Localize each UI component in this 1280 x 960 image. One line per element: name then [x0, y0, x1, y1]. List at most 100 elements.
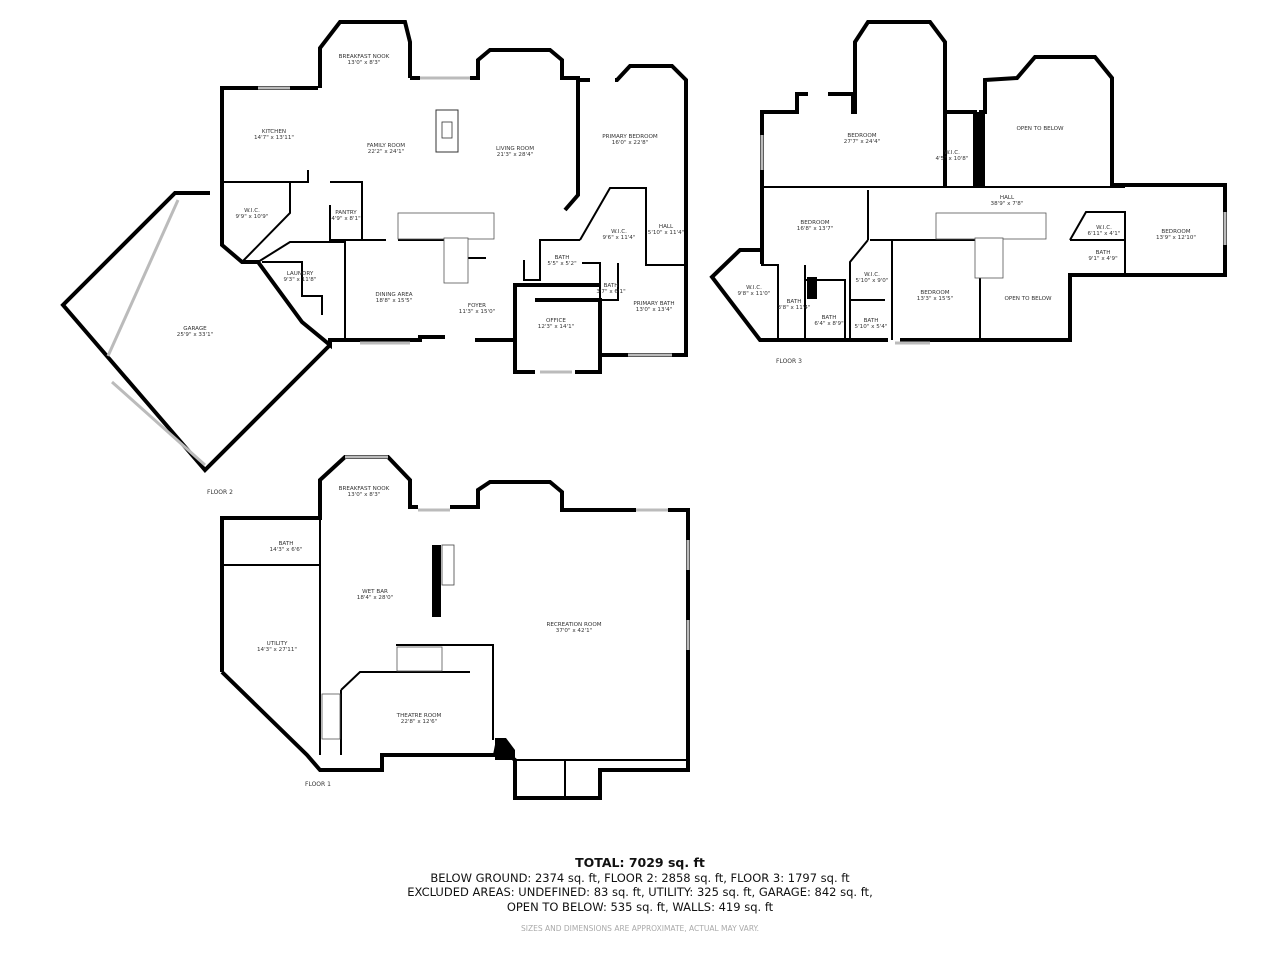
room-name: KITCHEN	[262, 129, 286, 135]
floor-3-plan	[709, 20, 1227, 345]
room-name: BEDROOM	[1161, 229, 1190, 235]
room-name: LIVING ROOM	[496, 146, 534, 152]
room-name: BATH	[604, 283, 619, 289]
floor-2-label: FLOOR 2	[207, 489, 233, 496]
room-dimensions: 9'9" x 10'9"	[236, 214, 269, 220]
room-name: BATH	[864, 318, 879, 324]
room-dimensions: 9'1" x 4'9"	[1088, 256, 1118, 262]
room-name: BATH	[822, 315, 837, 321]
room-dimensions: 4'9" x 8'1"	[331, 216, 361, 222]
room-dimensions: 3'8" x 11'4"	[778, 305, 811, 311]
room-name: BEDROOM	[847, 133, 876, 139]
room-dimensions: 37'0" x 42'1"	[556, 628, 593, 634]
room-name: W.I.C.	[244, 208, 260, 214]
room-dimensions: 14'3" x 6'6"	[270, 547, 303, 553]
floor-1-plan	[220, 455, 690, 800]
room-name: BATH	[787, 299, 802, 305]
room-dimensions: 22'2" x 24'1"	[368, 149, 405, 155]
room-dimensions: 9'8" x 11'0"	[738, 291, 771, 297]
room-name: RECREATION ROOM	[546, 622, 601, 628]
room-name: FOYER	[468, 303, 486, 309]
room-name: BREAKFAST NOOK	[339, 486, 390, 492]
room-dimensions: 5'10" x 5'4"	[855, 324, 888, 330]
room-dimensions: 13'0" x 8'3"	[348, 492, 381, 498]
room-name: BEDROOM	[920, 290, 949, 296]
floor-2-plan	[60, 20, 688, 473]
room-dimensions: 9'3" x 11'8"	[284, 277, 317, 283]
room-name: HALL	[659, 224, 674, 230]
room-dimensions: 12'3" x 14'1"	[538, 324, 575, 330]
room-name: DINING AREA	[375, 292, 412, 298]
total-area: TOTAL: 7029 sq. ft	[575, 855, 705, 870]
open-walls-areas: OPEN TO BELOW: 535 sq. ft, WALLS: 419 sq…	[506, 899, 774, 914]
room-name: W.I.C.	[944, 150, 960, 156]
room-dimensions: 14'3" x 27'11"	[257, 647, 297, 653]
room-dimensions: 14'7" x 13'11"	[254, 135, 294, 141]
room-name: BATH	[1096, 250, 1111, 256]
room-name: W.I.C.	[1096, 225, 1112, 231]
area-summary: TOTAL: 7029 sq. ft BELOW GROUND: 2374 sq…	[0, 855, 1280, 937]
room-dimensions: 38'9" x 7'8"	[991, 201, 1024, 207]
room-dimensions: 3'7" x 6'1"	[596, 289, 626, 295]
room-dimensions: 6'11" x 4'1"	[1088, 231, 1121, 237]
room-name: OPEN TO BELOW	[1004, 296, 1052, 302]
room-dimensions: 27'7" x 24'4"	[844, 139, 881, 145]
room-name: PANTRY	[335, 210, 357, 216]
room-name: W.I.C.	[746, 285, 762, 291]
room-dimensions: 5'5" x 5'2"	[547, 261, 577, 267]
room-name: W.I.C.	[864, 272, 880, 278]
svg-text:W.I.C.6'11" x 4'1": W.I.C.6'11" x 4'1"	[1088, 225, 1121, 237]
room-dimensions: 25'9" x 33'1"	[177, 332, 214, 338]
room-name: BREAKFAST NOOK	[339, 54, 390, 60]
room-dimensions: 18'8" x 15'5"	[376, 298, 413, 304]
svg-text:W.I.C.9'6" x 11'4": W.I.C.9'6" x 11'4"	[603, 229, 636, 241]
room-dimensions: 13'3" x 15'5"	[917, 296, 954, 302]
room-name: HALL	[1000, 195, 1015, 201]
room-dimensions: 4'5" x 10'8"	[936, 156, 969, 162]
room-dimensions: 13'0" x 13'4"	[636, 307, 673, 313]
svg-text:W.I.C.9'9" x 10'9": W.I.C.9'9" x 10'9"	[236, 208, 269, 220]
room-dimensions: 9'6" x 11'4"	[603, 235, 636, 241]
room-name: OPEN TO BELOW	[1016, 126, 1064, 132]
floor-3-label: FLOOR 3	[776, 358, 802, 365]
room-dimensions: 13'9" x 12'10"	[1156, 235, 1196, 241]
room-name: PRIMARY BATH	[633, 301, 674, 307]
room-name: THEATRE ROOM	[396, 713, 442, 719]
floor-areas: BELOW GROUND: 2374 sq. ft, FLOOR 2: 2858…	[430, 870, 850, 885]
room-name: GARAGE	[183, 326, 207, 332]
room-dimensions: 22'8" x 12'6"	[401, 719, 438, 725]
room-dimensions: 18'4" x 28'0"	[357, 595, 394, 601]
floor-1-label: FLOOR 1	[305, 781, 331, 788]
room-name: WET BAR	[362, 589, 388, 595]
